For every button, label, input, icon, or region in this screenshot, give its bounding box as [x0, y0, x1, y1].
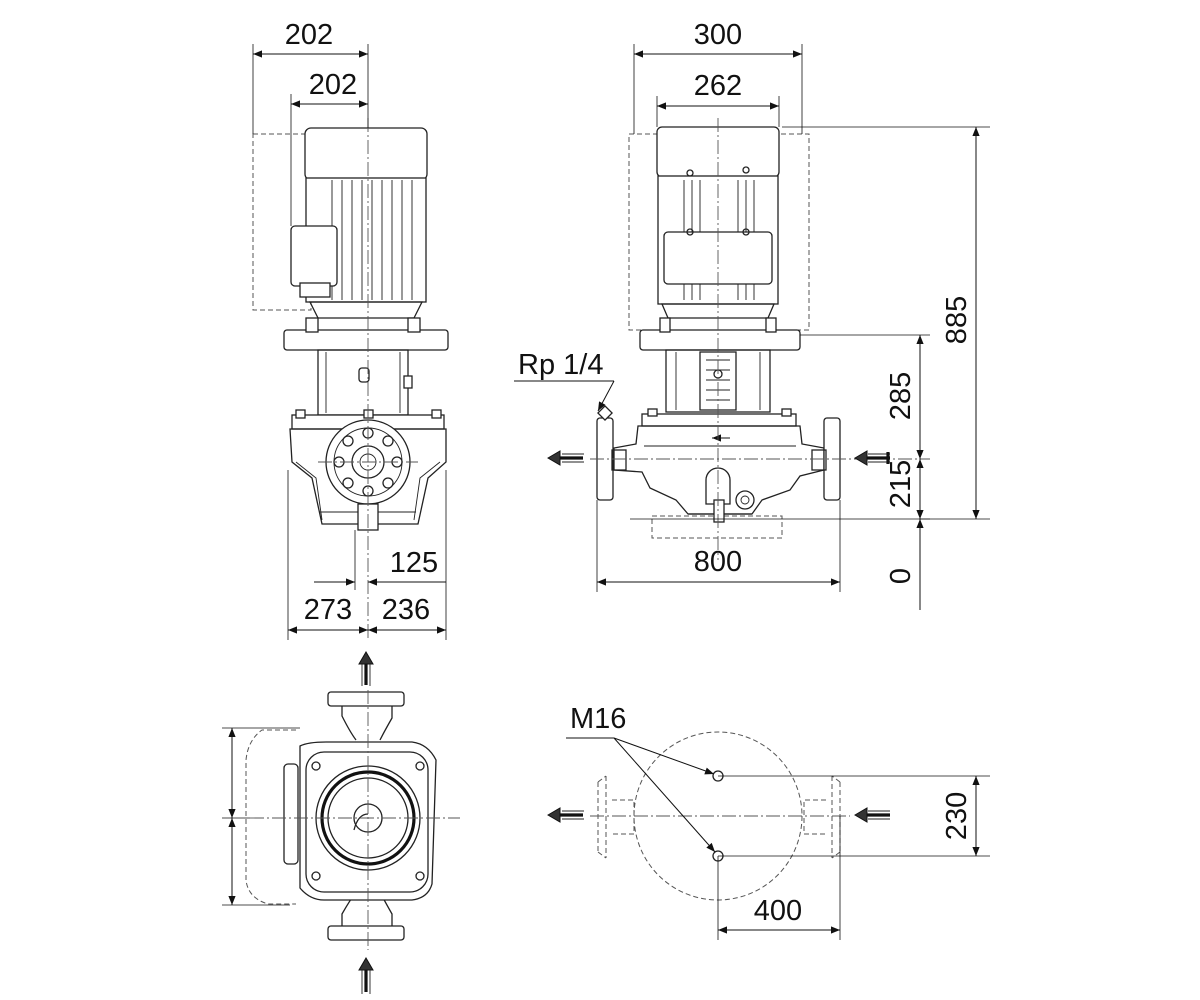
dim-label-230: 230 [941, 792, 973, 840]
dim-label-236: 236 [382, 594, 430, 626]
top-view-flow-arrow-up [358, 651, 374, 686]
dim-label-0: 0 [885, 568, 917, 584]
dim-label-262: 262 [694, 70, 742, 102]
dim-label-800: 800 [694, 546, 742, 578]
dim-foot-spacing-x: 400 [718, 895, 840, 934]
dim-front-motor-overall-width: 300 [633, 19, 803, 134]
top-view-flange-upper [327, 691, 405, 707]
dim-side-motor-overall-width: 202 [252, 19, 369, 134]
side-terminal-box [290, 225, 338, 287]
foot-plan-flow-arrow-out [547, 807, 584, 823]
dim-label-215: 215 [885, 460, 917, 508]
front-coupling-guard [665, 349, 771, 413]
dim-label-125: 125 [390, 547, 438, 579]
dim-vertical-heights: 885 285 215 0 [782, 126, 990, 610]
side-coupling-guard [317, 349, 413, 416]
dim-front-motor-width: 262 [656, 70, 780, 127]
front-pump-cover [641, 413, 797, 427]
dim-label-273: 273 [304, 594, 352, 626]
bolt-thread-label: M16 [570, 703, 626, 735]
gauge-port-callout: Rp 1/4 [514, 349, 615, 412]
dim-port-to-port: 800 [596, 500, 841, 592]
foot-plan-view: M16 230 400 [547, 703, 990, 940]
top-view-flow-arrow-in [358, 957, 374, 994]
bolt-thread-callout: M16 [566, 703, 716, 853]
dim-side-motor-width: 202 [290, 69, 368, 226]
side-elevation-view: 202 202 125 273 236 [252, 19, 449, 640]
dim-side-bottom: 125 273 236 [287, 470, 447, 640]
foot-plan-flow-arrow-in [854, 807, 890, 823]
front-flow-arrow-in [854, 450, 890, 466]
dim-label-300: 300 [694, 19, 742, 51]
side-stool-flange [283, 329, 449, 351]
gauge-port-label: Rp 1/4 [518, 349, 603, 381]
top-view-casing [299, 741, 437, 901]
dim-label-400: 400 [754, 895, 802, 927]
dim-label-202-outer: 202 [285, 19, 333, 51]
dim-label-202-inner: 202 [309, 69, 357, 101]
front-stool-flange [639, 329, 801, 351]
top-view [222, 651, 460, 994]
dim-label-285: 285 [885, 372, 917, 420]
front-flow-arrow-out [547, 450, 584, 466]
dim-label-885: 885 [941, 296, 973, 344]
top-view-flange-lower [327, 925, 405, 941]
top-view-terminal-outline [245, 729, 296, 905]
dim-foot-spacing-y: 230 [941, 776, 980, 856]
front-elevation-view: Rp 1/4 300 262 800 885 [514, 19, 990, 610]
side-motor [290, 127, 428, 319]
